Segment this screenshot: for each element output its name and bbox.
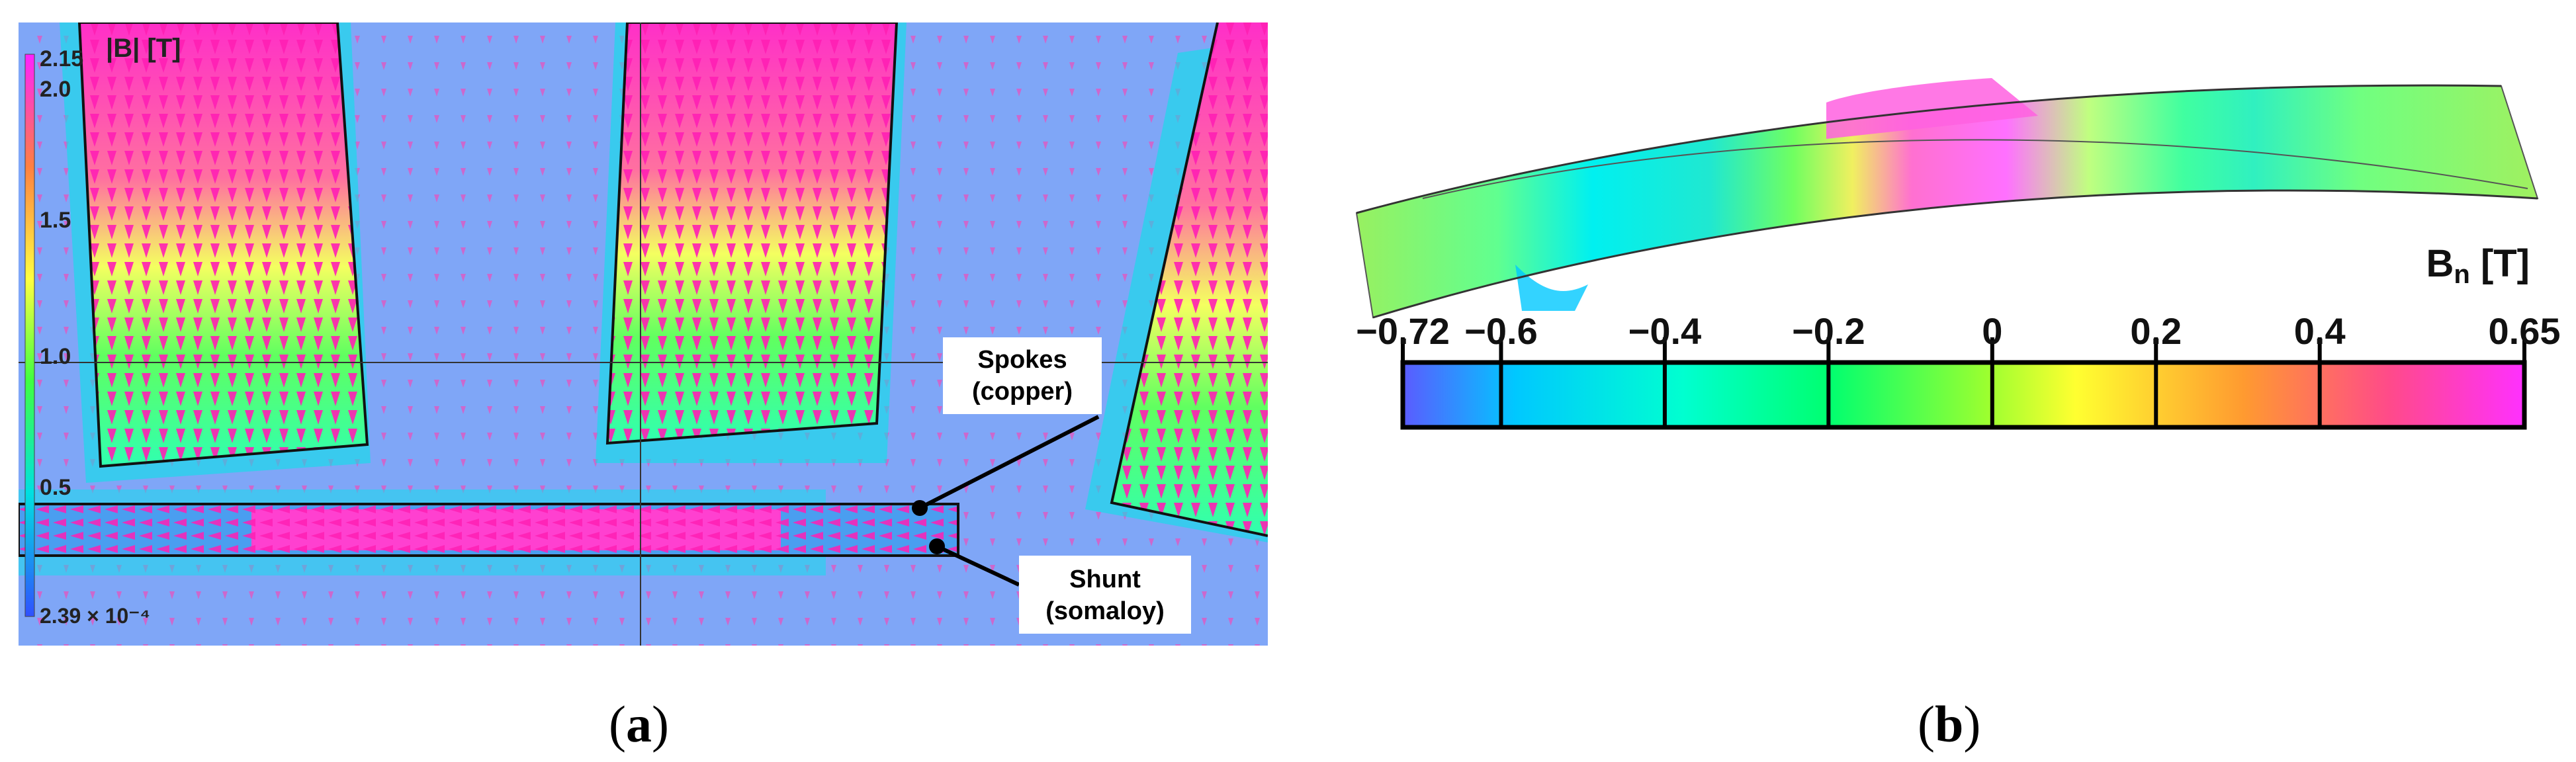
pole-right	[1110, 22, 1268, 537]
colorbar-min-label: 2.39 × 10⁻⁴	[40, 604, 150, 628]
panel-a-field-plot	[19, 22, 1268, 646]
shunt-label-line2: (somaloy)	[1045, 597, 1164, 625]
colorbar-b-tick-label: 0.4	[2294, 310, 2346, 352]
shunt-region	[19, 503, 959, 557]
colorbar-max-label: 2.15	[40, 46, 83, 71]
colorbar-tick-label: 1.5	[40, 208, 71, 233]
colorbar-b-tick-label: −0.72	[1356, 310, 1450, 352]
annotation-spokes: Spokes (copper)	[912, 337, 1102, 516]
colorbar-b-tick-label: 0	[1982, 310, 2002, 352]
caption-a: (a)	[609, 695, 669, 753]
colorbar-tick-label: 1.0	[40, 344, 71, 369]
panel-b-surface	[1355, 78, 2539, 319]
annotation-shunt: Shunt (somaloy)	[929, 538, 1191, 634]
colorbar-b-tick-label: −0.4	[1628, 310, 1702, 352]
colorbar-b-tick-label: 0.65	[2489, 310, 2561, 352]
colorbar-b-title: Bn [T]	[2426, 242, 2530, 289]
colorbar-tick-label: 2.0	[40, 77, 71, 102]
caption-b: (b)	[1918, 695, 1981, 753]
colorbar-tick-label: 0.5	[40, 475, 71, 500]
spokes-label-line2: (copper)	[972, 378, 1073, 405]
colorbar-magnitude: |B| [T] 2.15 2.0 1.5 1.0 0.5 2.39 × 10⁻⁴	[24, 34, 181, 628]
pole-middle	[605, 22, 899, 445]
colorbar-title: |B| [T]	[106, 34, 181, 63]
colorbar-normal-field: Bn [T] −0.72 −0.6 −0.4 −0.2 0 0.2 0.4 0.65	[1356, 242, 2561, 430]
shunt-label-line1: Shunt	[1069, 566, 1141, 593]
pole-left	[77, 22, 369, 468]
colorbar-b-tick-label: −0.2	[1792, 310, 1865, 352]
colorbar-b-tick-label: −0.6	[1464, 310, 1538, 352]
colorbar-b-tick-label: 0.2	[2130, 310, 2182, 352]
spokes-label-line1: Spokes	[977, 346, 1067, 374]
